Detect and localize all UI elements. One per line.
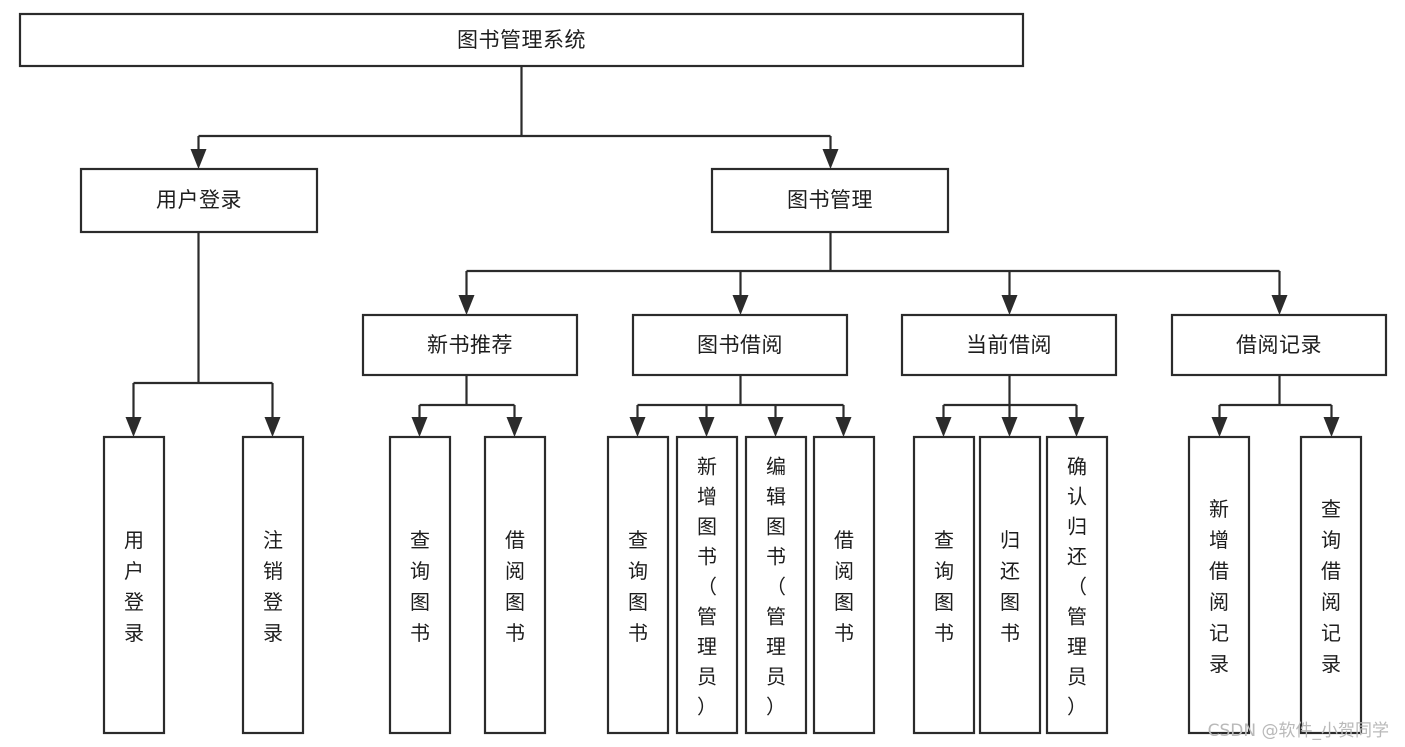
node-leaf-borrow-book-2[interactable]: 借阅图书 — [812, 435, 876, 735]
node-current-borrow[interactable]: 当前借阅 — [900, 313, 1118, 377]
node-new-book-recommend[interactable]: 新书推荐 — [361, 313, 579, 377]
arrow-to-book-manage — [822, 149, 839, 169]
node-leaf-query-record-box[interactable] — [1299, 435, 1363, 735]
node-leaf-user-logout-box[interactable] — [241, 435, 305, 735]
node-leaf-query-record[interactable]: 查询借阅记录 — [1299, 435, 1363, 735]
node-current-borrow-box[interactable] — [900, 313, 1118, 377]
node-book-borrow-box[interactable] — [631, 313, 849, 377]
arrow-leaf-return-book — [1001, 417, 1018, 437]
arrow-leaf-borrow-book-1 — [506, 417, 523, 437]
arrow-leaf-add-book — [698, 417, 715, 437]
arrow-to-borrow-record — [1271, 295, 1288, 315]
node-book-borrow-label: 图书借阅 — [697, 333, 783, 357]
node-leaf-query-book-3[interactable]: 查询图书 — [912, 435, 976, 735]
csdn-watermark: CSDN @软件_小贺同学 — [1207, 721, 1389, 741]
node-leaf-return-book-label: 归还图书 — [1000, 528, 1020, 645]
node-leaf-query-book-2[interactable]: 查询图书 — [606, 435, 670, 735]
node-leaf-add-record[interactable]: 新增借阅记录 — [1187, 435, 1251, 735]
arrow-leaf-query-book-1 — [411, 417, 428, 437]
node-book-manage[interactable]: 图书管理 — [710, 167, 950, 234]
arrow-leaf-query-book-3 — [935, 417, 952, 437]
node-root-box[interactable] — [18, 12, 1025, 68]
node-root[interactable]: 图书管理系统 — [18, 12, 1025, 68]
node-leaf-user-login[interactable]: 用户登录 — [102, 435, 166, 735]
arrow-leaf-confirm-return — [1068, 417, 1085, 437]
node-leaf-borrow-book-1-box[interactable] — [483, 435, 547, 735]
node-leaf-edit-book[interactable]: 编辑图书（管理员） — [744, 435, 808, 735]
node-leaf-return-book-box[interactable] — [978, 435, 1042, 735]
node-leaf-confirm-return-box[interactable] — [1045, 435, 1109, 735]
node-borrow-record-box[interactable] — [1170, 313, 1388, 377]
arrow-to-new-book-recommend — [458, 295, 475, 315]
node-leaf-add-book-label: 新增图书（管理员） — [697, 454, 717, 718]
node-current-borrow-label: 当前借阅 — [966, 333, 1052, 357]
arrow-leaf-user-logout — [264, 417, 281, 437]
node-leaf-borrow-book-2-label: 借阅图书 — [834, 528, 854, 645]
node-leaf-edit-book-label: 编辑图书（管理员） — [766, 454, 786, 718]
node-leaf-borrow-book-1[interactable]: 借阅图书 — [483, 435, 547, 735]
node-user-login-box[interactable] — [79, 167, 319, 234]
node-user-login[interactable]: 用户登录 — [79, 167, 319, 234]
node-leaf-query-book-3-label: 查询图书 — [934, 528, 954, 645]
node-leaf-edit-book-box[interactable] — [744, 435, 808, 735]
node-book-borrow[interactable]: 图书借阅 — [631, 313, 849, 377]
node-new-book-recommend-box[interactable] — [361, 313, 579, 377]
connectors — [125, 66, 1340, 437]
node-leaf-query-book-2-label: 查询图书 — [628, 528, 648, 645]
arrow-to-book-borrow — [732, 295, 749, 315]
node-leaf-query-book-3-box[interactable] — [912, 435, 976, 735]
node-leaf-user-logout[interactable]: 注销登录 — [241, 435, 305, 735]
node-book-manage-label: 图书管理 — [787, 188, 873, 212]
arrow-leaf-add-record — [1211, 417, 1228, 437]
arrow-leaf-borrow-book-2 — [835, 417, 852, 437]
node-leaf-query-record-label: 查询借阅记录 — [1321, 497, 1341, 676]
node-root-label: 图书管理系统 — [457, 28, 586, 52]
node-leaf-borrow-book-2-box[interactable] — [812, 435, 876, 735]
node-leaf-confirm-return-label: 确认归还（管理员） — [1067, 454, 1087, 718]
node-leaf-add-book[interactable]: 新增图书（管理员） — [675, 435, 739, 735]
arrow-to-user-login — [190, 149, 207, 169]
node-leaf-query-book-1-box[interactable] — [388, 435, 452, 735]
arrow-leaf-query-record — [1323, 417, 1340, 437]
node-book-manage-box[interactable] — [710, 167, 950, 234]
node-leaf-user-logout-label: 注销登录 — [263, 528, 283, 645]
node-leaf-add-record-label: 新增借阅记录 — [1209, 497, 1229, 676]
arrow-to-current-borrow — [1001, 295, 1018, 315]
node-leaf-add-book-box[interactable] — [675, 435, 739, 735]
node-leaf-confirm-return[interactable]: 确认归还（管理员） — [1045, 435, 1109, 735]
node-user-login-label: 用户登录 — [156, 188, 242, 212]
node-leaf-borrow-book-1-label: 借阅图书 — [505, 528, 525, 645]
node-leaf-return-book[interactable]: 归还图书 — [978, 435, 1042, 735]
arrow-leaf-user-login — [125, 417, 142, 437]
arrow-leaf-query-book-2 — [629, 417, 646, 437]
node-leaf-user-login-label: 用户登录 — [124, 528, 144, 645]
node-leaf-user-login-box[interactable] — [102, 435, 166, 735]
node-leaf-query-book-1-label: 查询图书 — [410, 528, 430, 645]
node-borrow-record[interactable]: 借阅记录 — [1170, 313, 1388, 377]
node-leaf-add-record-box[interactable] — [1187, 435, 1251, 735]
node-leaf-query-book-2-box[interactable] — [606, 435, 670, 735]
arrow-leaf-edit-book — [767, 417, 784, 437]
node-borrow-record-label: 借阅记录 — [1236, 333, 1322, 357]
node-new-book-recommend-label: 新书推荐 — [427, 333, 513, 357]
node-leaf-query-book-1[interactable]: 查询图书 — [388, 435, 452, 735]
